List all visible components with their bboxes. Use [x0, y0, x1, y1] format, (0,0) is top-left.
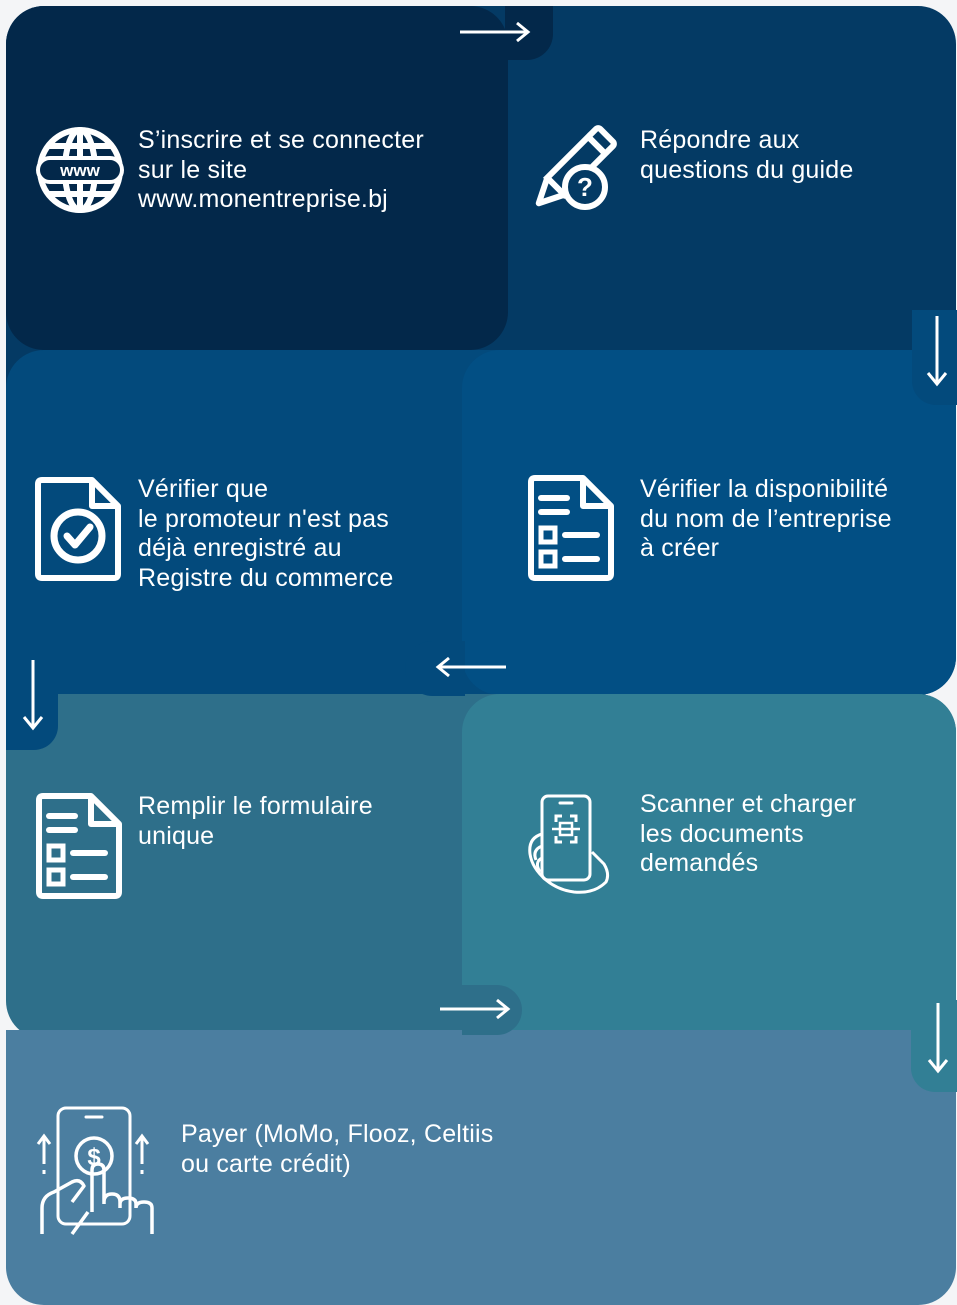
globe-www-icon: www: [34, 124, 126, 216]
arrow-right-icon: [438, 997, 512, 1021]
step-panel-row3-right: [462, 694, 956, 1039]
connector-tab-6: [911, 1000, 957, 1092]
step-text-line: Vérifier que: [138, 475, 269, 503]
svg-text:?: ?: [577, 172, 593, 202]
step-5-text: Remplir le formulaire unique: [138, 792, 373, 851]
form-document-icon: [35, 792, 123, 900]
step-panel-row4: [6, 1030, 956, 1305]
step-3-text: Vérifier la disponibilité du nom de l’en…: [640, 475, 892, 564]
document-list-icon: [527, 474, 615, 582]
step-text-line: unique: [138, 821, 215, 850]
step-text-line: du nom de l’entreprise: [640, 504, 892, 533]
globe-www-label: www: [59, 161, 100, 180]
step-text-line: le promoteur n'est pas: [138, 504, 389, 533]
phone-scan-icon: [522, 794, 612, 898]
step-text-line: déjà enregistré au: [138, 534, 342, 562]
step-text-line: Remplir le formulaire: [138, 792, 373, 820]
arrow-down-icon: [926, 1001, 950, 1075]
step-text-line: sur le site: [138, 155, 248, 184]
arrow-left-icon: [434, 655, 508, 679]
step-text-line: demandés: [640, 849, 759, 877]
pencil-question-icon: ?: [525, 123, 620, 218]
step-4-text: Vérifier que le promoteur n'est pas déjà…: [138, 475, 393, 593]
step-text-line: Vérifier la disponibilité: [640, 475, 889, 503]
step-text-line: Payer (MoMo, Flooz, Celtiis: [181, 1120, 494, 1148]
step-text-line: ou carte crédit): [181, 1149, 351, 1178]
step-text-line: les documents: [640, 819, 804, 848]
document-check-icon: [34, 476, 122, 582]
mobile-payment-icon: $: [32, 1104, 164, 1240]
step-text-line: S’inscrire et se connecter: [138, 126, 424, 154]
connector-tab-2: [912, 310, 957, 405]
step-7-text: Payer (MoMo, Flooz, Celtiis ou carte cré…: [181, 1120, 493, 1179]
step-panel-row2-right: [462, 350, 956, 695]
step-text-line: Registre du commerce: [138, 563, 394, 592]
step-2-text: Répondre aux questions du guide: [640, 126, 854, 185]
arrow-down-icon: [21, 658, 45, 732]
step-text-line: www.monentreprise.bj: [138, 185, 388, 213]
step-text-line: à créer: [640, 534, 720, 562]
arrow-down-icon: [925, 314, 949, 388]
step-1-text: S’inscrire et se connecter sur le site w…: [138, 126, 424, 215]
arrow-right-icon: [458, 20, 532, 44]
step-text-line: questions du guide: [640, 155, 854, 184]
step-text-line: Scanner et charger: [640, 790, 857, 818]
step-6-text: Scanner et charger les documents demandé…: [640, 790, 856, 879]
step-text-line: Répondre aux: [640, 126, 800, 154]
